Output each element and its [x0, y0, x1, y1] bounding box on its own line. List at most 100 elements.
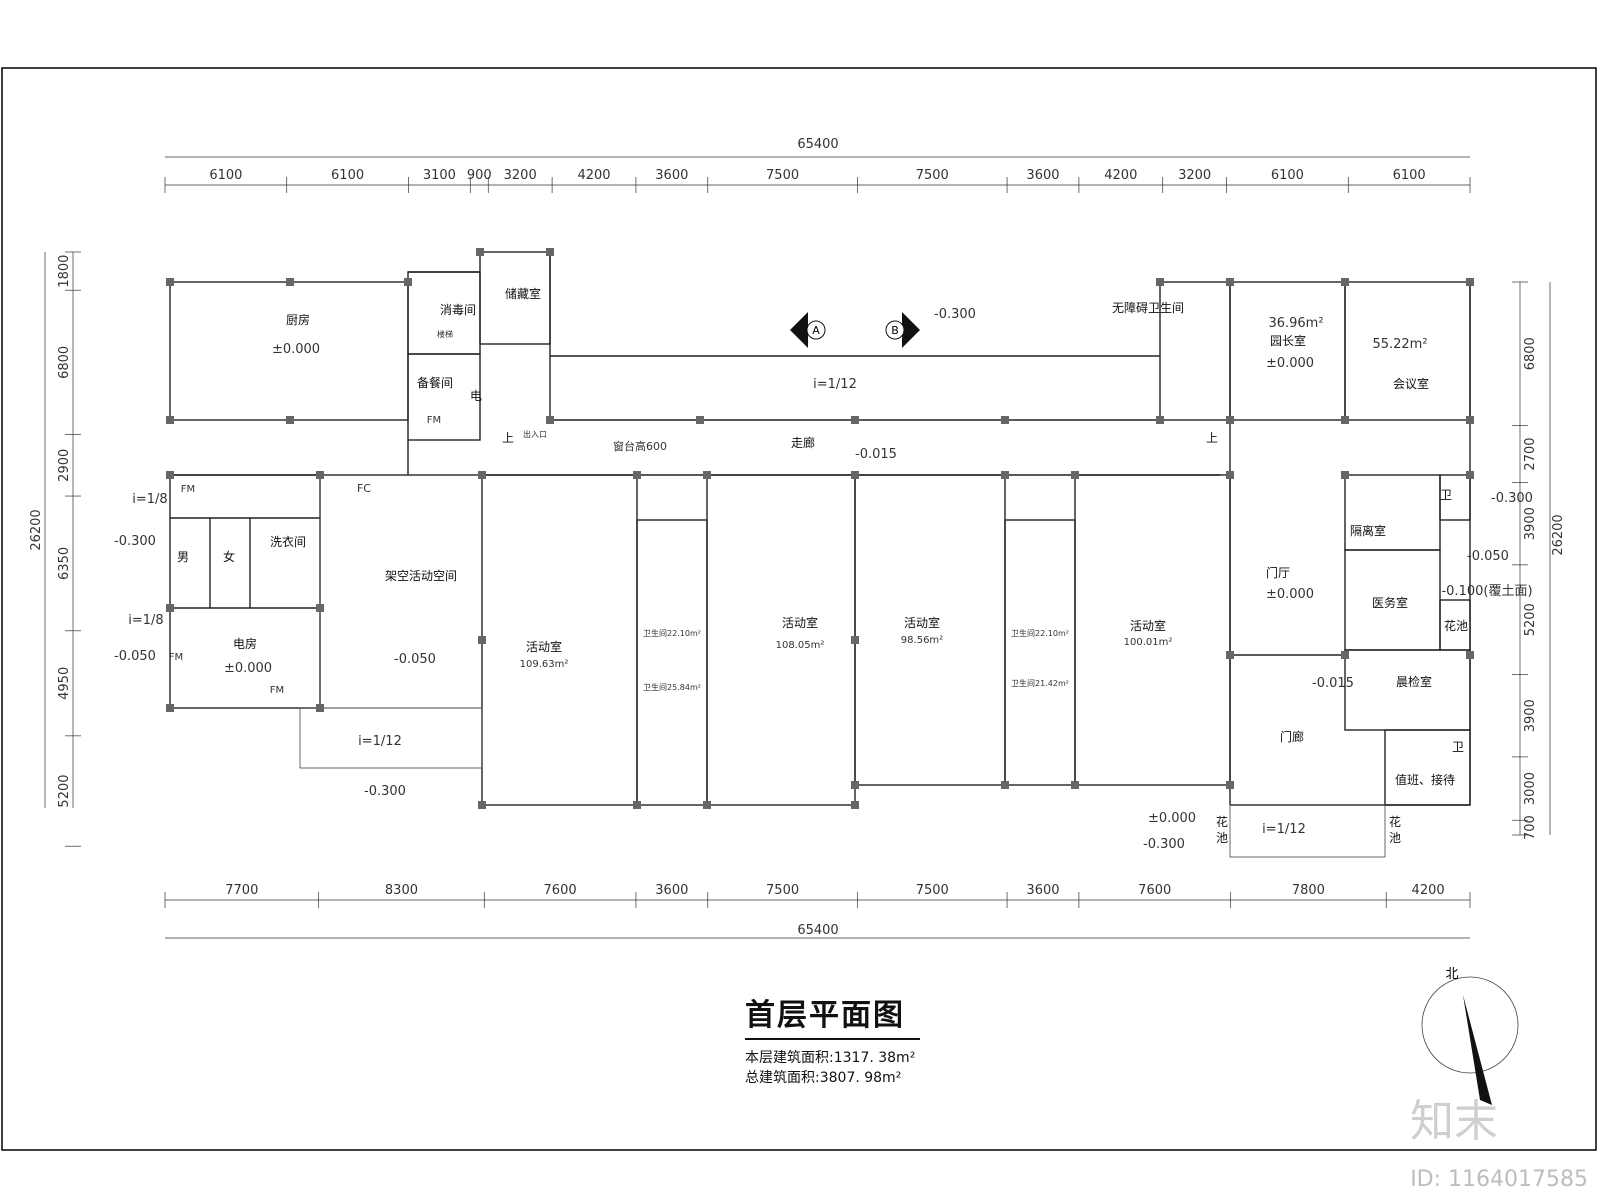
wc-small-3: 卫生间22.10m²	[1011, 628, 1069, 638]
room-lobby: 门厅	[1266, 565, 1290, 580]
top-value: 3200	[1178, 168, 1211, 183]
column	[1226, 471, 1234, 479]
bottom-value: 8300	[385, 883, 418, 898]
column	[1001, 471, 1009, 479]
column	[1001, 781, 1009, 789]
column	[166, 416, 174, 424]
area-activity2: 108.05m²	[776, 640, 825, 651]
level-entrance: ±0.000	[1148, 811, 1196, 826]
room-morning-check: 晨检室	[1396, 674, 1432, 689]
right-value: 3000	[1523, 772, 1538, 805]
bottom-value: 7700	[225, 883, 258, 898]
column	[316, 471, 324, 479]
room-laundry: 洗衣间	[270, 534, 306, 549]
room-wc1: 卫	[1440, 488, 1452, 502]
left-value: 6350	[57, 547, 72, 580]
room-serving: 备餐间	[417, 375, 453, 390]
top-value: 900	[467, 168, 492, 183]
right-value: 3900	[1523, 507, 1538, 540]
column	[1341, 471, 1349, 479]
column	[546, 248, 554, 256]
stair-up-1: 上	[502, 431, 514, 445]
column	[476, 248, 484, 256]
left-value: 6800	[57, 346, 72, 379]
column	[286, 278, 294, 286]
slope-top: i=1/12	[813, 377, 857, 392]
room-director: 园长室	[1270, 333, 1306, 348]
column	[851, 636, 859, 644]
left-value: 1800	[57, 255, 72, 288]
top-value: 6100	[331, 168, 364, 183]
column	[851, 801, 859, 809]
area-activity1: 109.63m²	[520, 659, 569, 670]
right-value: 5200	[1523, 603, 1538, 636]
room-activity1: 活动室	[526, 639, 562, 654]
fc-label: FC	[357, 482, 371, 495]
room-isolation: 隔离室	[1350, 523, 1386, 538]
left-value: 4950	[57, 667, 72, 700]
room-planter2: 花	[1216, 814, 1228, 829]
room-meeting: 会议室	[1393, 376, 1429, 391]
north-arrow: 北	[1421, 967, 1519, 1105]
column	[1466, 278, 1474, 286]
column	[1341, 416, 1349, 424]
room-activity3: 活动室	[904, 615, 940, 630]
column	[703, 471, 711, 479]
column	[633, 471, 641, 479]
top-value: 3600	[1026, 168, 1059, 183]
title-block: 首层平面图 本层建筑面积:1317. 38m² 总建筑面积:3807. 98m²	[745, 990, 920, 1088]
area-director: 36.96m²	[1268, 316, 1323, 331]
column	[1156, 278, 1164, 286]
room-men: 男	[177, 550, 189, 564]
area-meeting: 55.22m²	[1372, 337, 1427, 352]
level-porch: -0.015	[1312, 676, 1354, 691]
stair-up-2: 上	[1206, 431, 1218, 445]
top-value: 4200	[577, 168, 610, 183]
room-kitchen: 厨房	[286, 312, 310, 327]
column	[851, 416, 859, 424]
slope-marks: i=1/12 i=1/8 i=1/8 i=1/12 i=1/12	[128, 377, 1306, 837]
floor-area: 本层建筑面积:1317. 38m²	[745, 1050, 916, 1066]
top-value: 7500	[916, 168, 949, 183]
slope-left1: i=1/8	[132, 492, 167, 507]
right-value: 3900	[1523, 699, 1538, 732]
column	[703, 801, 711, 809]
top-value: 3200	[504, 168, 537, 183]
room-clinic: 医务室	[1372, 595, 1408, 610]
column	[478, 801, 486, 809]
level-open-space: -0.050	[394, 652, 436, 667]
misc-marks: FM FM FM FM FC 窗台高600	[169, 415, 667, 696]
structural-columns	[166, 248, 1474, 809]
room-open-space: 架空活动空间	[385, 569, 457, 583]
level-corridor: -0.015	[855, 447, 897, 462]
fm-4: FM	[270, 685, 284, 696]
column	[1226, 781, 1234, 789]
room-corridor: 走廊	[791, 435, 815, 450]
top-value: 4200	[1104, 168, 1137, 183]
room-electric: 电房	[233, 636, 257, 651]
sill-label: 窗台高600	[613, 439, 667, 453]
column	[1001, 416, 1009, 424]
area-activity3: 98.56m²	[901, 635, 943, 646]
total-area: 总建筑面积:3807. 98m²	[745, 1070, 902, 1086]
column	[696, 416, 704, 424]
room-planter-right: 花池	[1444, 618, 1468, 633]
room-women: 女	[223, 549, 235, 564]
room-wc2: 卫	[1452, 740, 1464, 754]
stair-label: 楼梯	[437, 329, 453, 339]
column	[1226, 278, 1234, 286]
area-activity4: 100.01m²	[1124, 637, 1173, 648]
column	[851, 781, 859, 789]
fm-3: FM	[169, 652, 183, 663]
level-right-ext3: -0.100(覆土面)	[1441, 584, 1532, 599]
left-value: 5200	[57, 774, 72, 807]
section-mark-a-label: A	[812, 324, 820, 337]
room-planter3: 花	[1389, 814, 1401, 829]
section-mark-b: B	[885, 312, 920, 348]
column	[316, 704, 324, 712]
level-left-ext: -0.300	[114, 534, 156, 549]
